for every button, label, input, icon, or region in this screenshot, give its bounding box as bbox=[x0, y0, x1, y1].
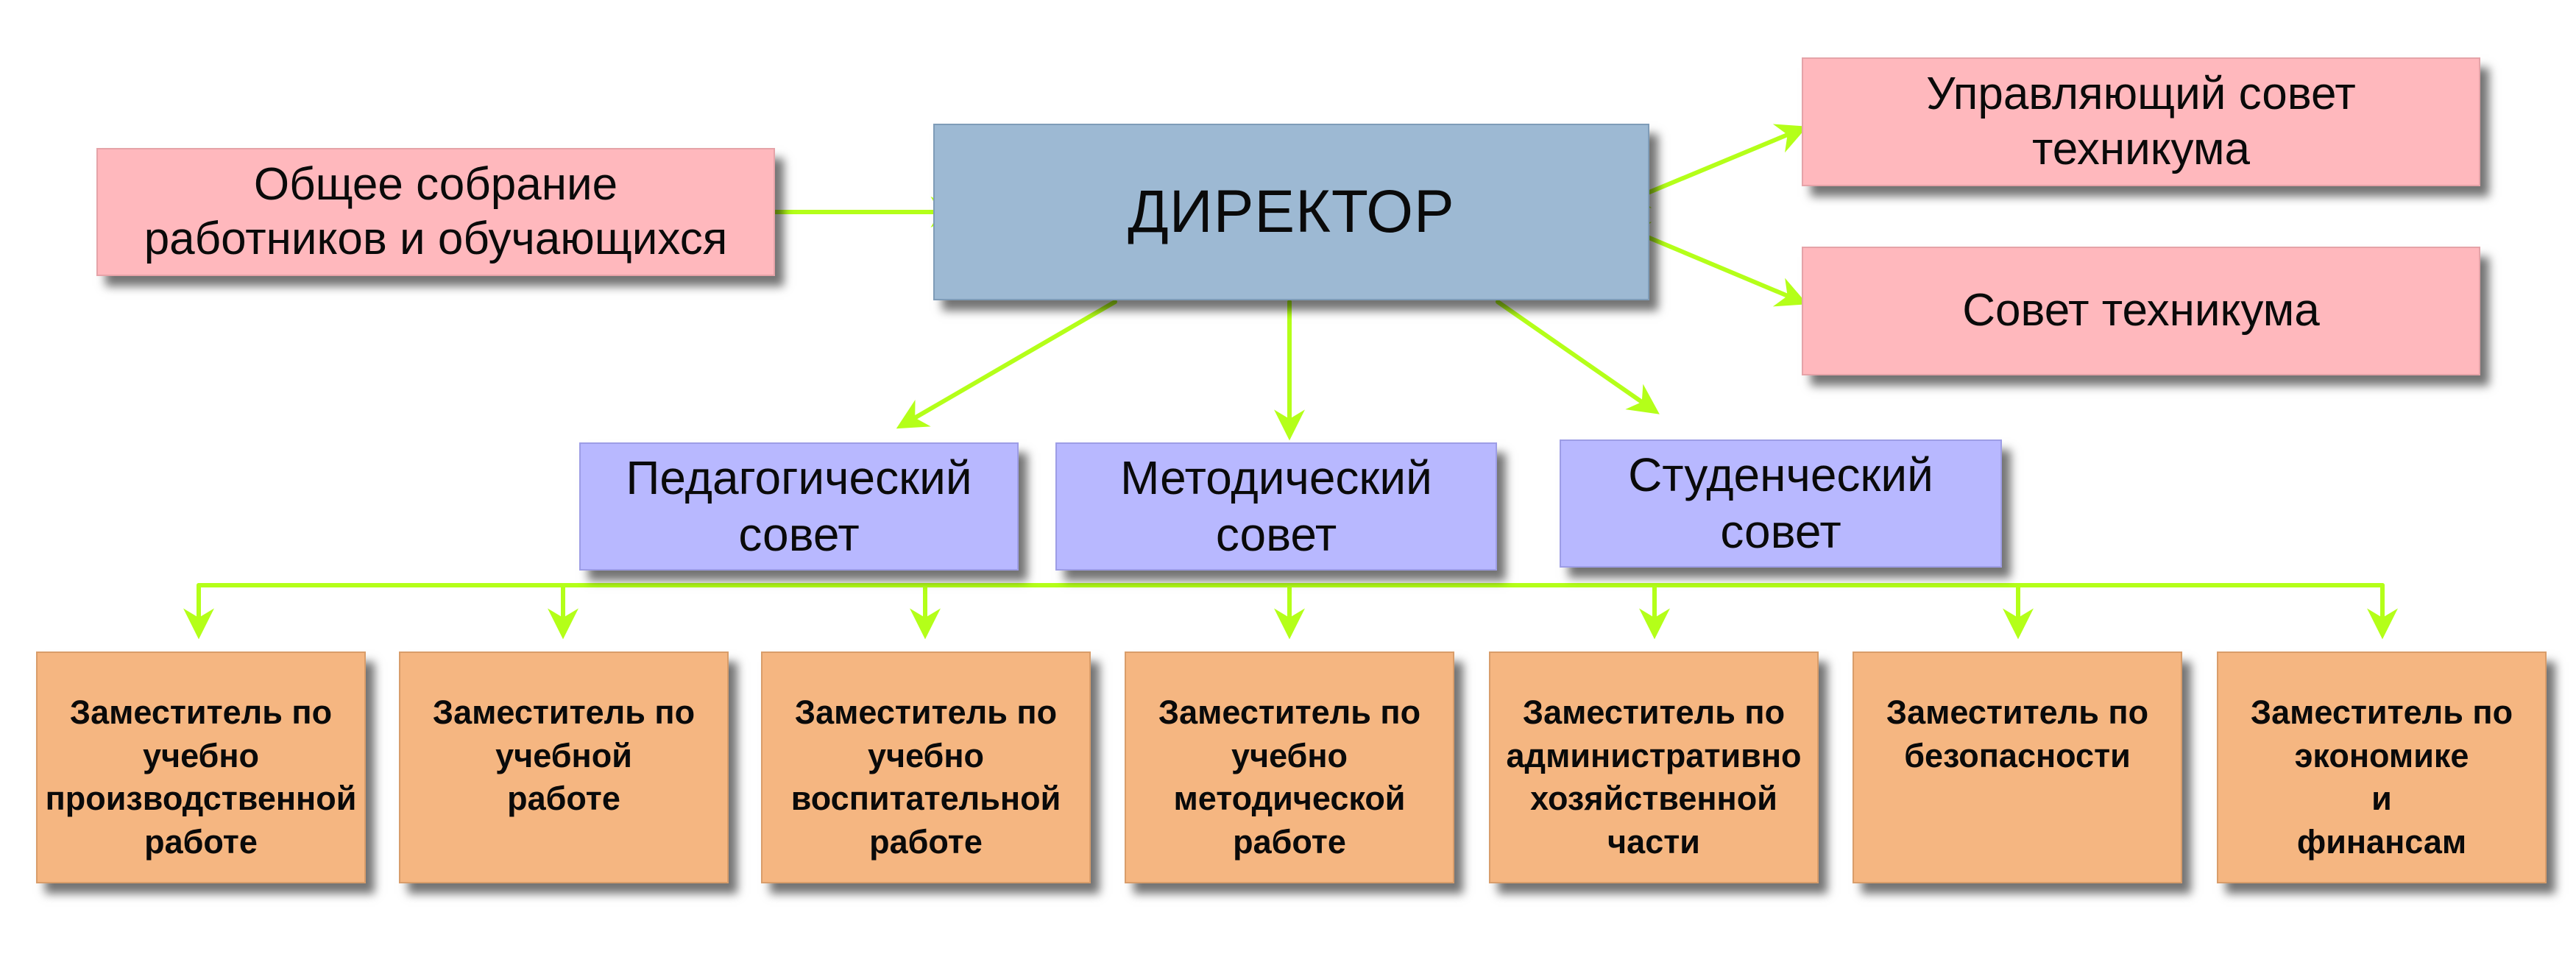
deputy-production-box: Заместитель по учебно производственной р… bbox=[36, 651, 366, 883]
deputy-administrative-box: Заместитель по административно хозяйстве… bbox=[1489, 651, 1819, 883]
pedagogical-board-box: Педагогический совет bbox=[579, 442, 1019, 571]
arrow-director-technikum-council bbox=[1617, 222, 1808, 307]
arrow-director-managing-council bbox=[1617, 124, 1808, 208]
deputy-educational-box: Заместитель по учебно воспитательной раб… bbox=[761, 651, 1091, 883]
deputy-security-box: Заместитель по безопасности bbox=[1853, 651, 2182, 883]
managing-council-box: Управляющий совет техникума bbox=[1802, 57, 2480, 186]
methodical-board-box: Методический совет bbox=[1055, 442, 1497, 571]
arrow-director-student-board bbox=[1496, 300, 1660, 414]
deputy-academic-box: Заместитель по учебной работе bbox=[399, 651, 729, 883]
technikum-council-box: Совет техникума bbox=[1802, 247, 2480, 375]
arrow-director-pedagogical-board bbox=[896, 300, 1117, 429]
deputy-economics-box: Заместитель по экономике и финансам bbox=[2217, 651, 2547, 883]
director-box: ДИРЕКТОР bbox=[933, 124, 1649, 300]
deputy-methodical-box: Заместитель по учебно методической работ… bbox=[1125, 651, 1454, 883]
general-assembly-box: Общее собрание работников и обучающихся bbox=[96, 148, 775, 276]
student-board-box: Студенческий совет bbox=[1560, 439, 2002, 568]
